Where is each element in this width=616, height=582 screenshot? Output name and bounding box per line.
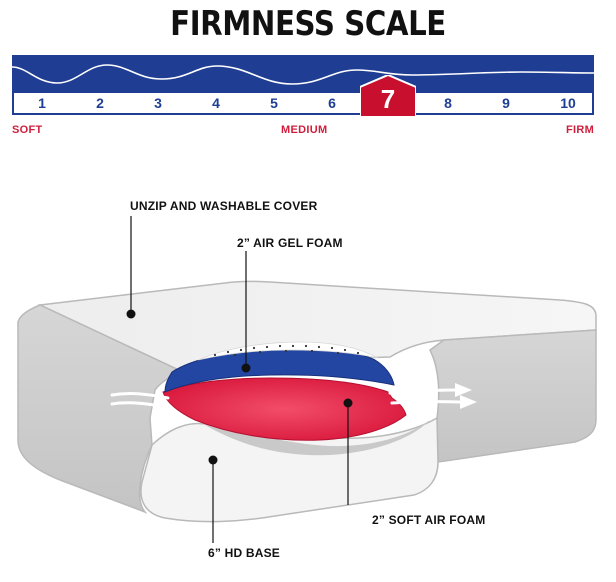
scale-number-4: 4 xyxy=(212,95,220,111)
scale-number-1: 1 xyxy=(38,95,46,111)
scale-number-9: 9 xyxy=(502,95,510,111)
airflow-arrows xyxy=(110,388,462,410)
label-soft: SOFT xyxy=(12,124,43,136)
firmness-number-row: 1 2 3 4 5 6 8 9 10 xyxy=(12,93,594,115)
label-air-gel-foam: 2” AIR GEL FOAM xyxy=(237,236,343,250)
scale-number-8: 8 xyxy=(444,95,452,111)
page-title: FIRMNESS SCALE xyxy=(170,4,446,44)
base-shadow xyxy=(205,420,430,456)
gel-foam-top xyxy=(197,341,379,361)
label-medium: MEDIUM xyxy=(281,124,328,136)
wave-line xyxy=(12,64,594,85)
soft-air-foam-layer xyxy=(162,377,407,441)
scale-number-2: 2 xyxy=(96,95,104,111)
label-hd-base: 6” HD BASE xyxy=(208,546,281,560)
callout-dots xyxy=(126,309,353,465)
scale-number-10: 10 xyxy=(560,95,576,111)
perforation-dots xyxy=(213,344,360,357)
scale-number-3: 3 xyxy=(154,95,162,111)
label-soft-air-foam: 2” SOFT AIR FOAM xyxy=(372,513,486,527)
selected-marker xyxy=(360,75,416,117)
arrow-heads xyxy=(455,383,477,409)
scale-number-5: 5 xyxy=(270,95,278,111)
label-cover: UNZIP AND WASHABLE COVER xyxy=(130,199,318,213)
firmness-band xyxy=(12,55,594,93)
scale-number-6: 6 xyxy=(328,95,336,111)
selected-number: 7 xyxy=(380,84,396,114)
label-firm: FIRM xyxy=(566,124,595,136)
cover-right-side xyxy=(429,329,597,463)
callout-lines xyxy=(130,216,349,543)
